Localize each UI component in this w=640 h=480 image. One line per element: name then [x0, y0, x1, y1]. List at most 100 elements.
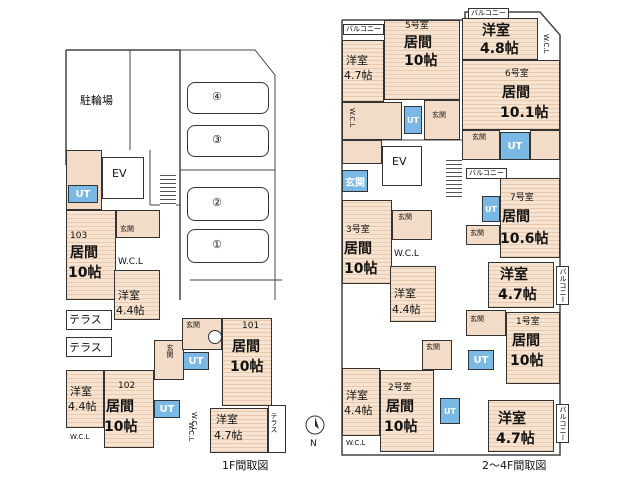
unit-101-toilet-icon: [208, 330, 222, 344]
unit-7-balcony-side-tag: バルコニー: [556, 266, 569, 305]
unit-5-room-label: 洋室: [346, 54, 368, 67]
unit-3-number: 3号室: [346, 225, 370, 235]
unit-102-room: [66, 370, 104, 428]
unit-1-ut: UT: [468, 350, 494, 370]
upper-bath-a: [342, 140, 382, 164]
first-floor-outline: [65, 49, 282, 300]
unit-3-living: [342, 200, 392, 284]
car-slot-3-label: ③: [212, 133, 222, 146]
terrace-2: [66, 337, 112, 357]
unit-5-ut: UT: [404, 106, 422, 134]
terrace-3-label: テラス: [270, 412, 278, 433]
unit-7-room: [488, 262, 554, 308]
unit-2-entry-area: [422, 340, 452, 370]
unit-2-room-label: 洋室: [346, 389, 368, 402]
unit-5-bath: [342, 102, 402, 140]
unit-5-entry: 玄関: [432, 111, 446, 119]
car-slot-2: [187, 187, 269, 221]
unit-6-room-label: 洋室: [482, 23, 510, 39]
unit-6-ut: UT: [500, 132, 530, 160]
unit-102-entry-area: [154, 340, 184, 380]
unit-102-living-size: 10帖: [104, 419, 138, 435]
unit-7-living-label: 居間: [502, 209, 530, 225]
unit-102-room-label: 洋室: [70, 385, 92, 398]
unit-1-room-size: 4.7帖: [496, 431, 535, 447]
unit-6-living-label: 居間: [502, 85, 530, 101]
unit-6-entry: 玄関: [472, 133, 486, 141]
terrace-1: [66, 310, 112, 330]
unit-1-entry-area: [466, 310, 506, 336]
unit-2-room: [342, 368, 380, 436]
unit-101-living-label: 居間: [232, 339, 260, 355]
unit-102-room-size: 4.4帖: [68, 400, 97, 413]
unit-102-closet: W.C.L: [187, 422, 195, 442]
car-slot-4-label: ④: [212, 90, 222, 103]
unit-3-entry: 玄関: [398, 213, 412, 221]
unit-2-room-size: 4.4帖: [344, 404, 373, 417]
upper-ut-a: 玄関: [342, 170, 368, 192]
unit-102-living: [104, 370, 154, 448]
unit-5-wcl: W.C.L: [348, 108, 356, 128]
unit-5-living: [384, 20, 460, 100]
upper-stairs: [446, 160, 462, 200]
first-floor-caption: 1F間取図: [222, 459, 269, 472]
unit-5-living-size: 10帖: [404, 53, 438, 69]
unit-2-entry: 玄関: [426, 343, 440, 351]
unit-3-living-size: 10帖: [344, 261, 378, 277]
unit-103-living-label: 居間: [70, 245, 98, 261]
car-slot-1: [187, 229, 269, 263]
unit-6-number: 6号室: [505, 69, 529, 79]
unit-6-living-size: 10.1帖: [500, 105, 549, 121]
unit-5-entry-area: [424, 100, 460, 140]
bike-parking-label: 駐輪場: [80, 94, 113, 107]
unit-103-ut: UT: [68, 185, 98, 203]
unit-1-room-label: 洋室: [498, 411, 526, 427]
unit-1-living: [506, 312, 560, 384]
unit-1-living-label: 居間: [512, 333, 540, 349]
unit-2-living-size: 10帖: [384, 419, 418, 435]
unit-103-entry-area: [116, 210, 160, 238]
unit-103-room-size: 4.4帖: [116, 304, 145, 317]
first-floor-elevator: [102, 157, 144, 199]
unit-103-living: [66, 210, 116, 300]
terrace-3: [268, 405, 286, 453]
unit-1-entry: 玄関: [470, 315, 484, 323]
unit-2-wcl: W.C.L: [346, 439, 366, 447]
car-slot-3: [187, 125, 269, 157]
unit-5-number: 5号室: [405, 21, 429, 31]
unit-6-wcl: W.C.L: [542, 34, 550, 54]
upper-elevator: [382, 146, 422, 186]
unit-2-living-label: 居間: [386, 399, 414, 415]
unit-102-wcl: W.C.L: [70, 433, 90, 441]
unit-103-number: 103: [70, 231, 88, 241]
unit-6-bath: [530, 130, 560, 160]
unit-3-room-label: 洋室: [394, 287, 416, 300]
car-slot-1-label: ①: [212, 238, 222, 251]
unit-102-entry: 玄関: [166, 344, 174, 358]
unit-5-balcony-tag: バルコニー: [343, 24, 384, 35]
unit-6-living: [462, 60, 560, 130]
unit-7-balcony-tag: バルコニー: [466, 168, 507, 179]
unit-101-number: 101: [242, 321, 260, 331]
unit-2-living: [380, 370, 434, 452]
unit-101-room-size: 4.7帖: [214, 429, 243, 442]
unit-2-ut: UT: [440, 398, 460, 424]
unit-6-room-size: 4.8帖: [480, 41, 519, 57]
unit-102-ut: UT: [154, 400, 180, 418]
first-floor-elevator-label: EV: [112, 167, 127, 180]
unit-7-living-size: 10.6帖: [500, 231, 549, 247]
car-slot-2-label: ②: [212, 196, 222, 209]
unit-1-room: [488, 400, 554, 452]
upper-floor-caption: 2〜4F間取図: [482, 459, 547, 472]
unit-102-living-label: 居間: [106, 399, 134, 415]
unit-101-room: [210, 408, 268, 453]
car-slot-4: [187, 82, 269, 114]
first-floor-stairs: [160, 172, 176, 207]
unit-1-number: 1号室: [516, 317, 540, 327]
unit-103-room-label: 洋室: [118, 289, 140, 302]
unit-101-ut: UT: [183, 352, 209, 370]
unit-101-entry: 玄関: [186, 321, 200, 329]
unit-1-living-size: 10帖: [510, 353, 544, 369]
unit-101-living-size: 10帖: [230, 359, 264, 375]
